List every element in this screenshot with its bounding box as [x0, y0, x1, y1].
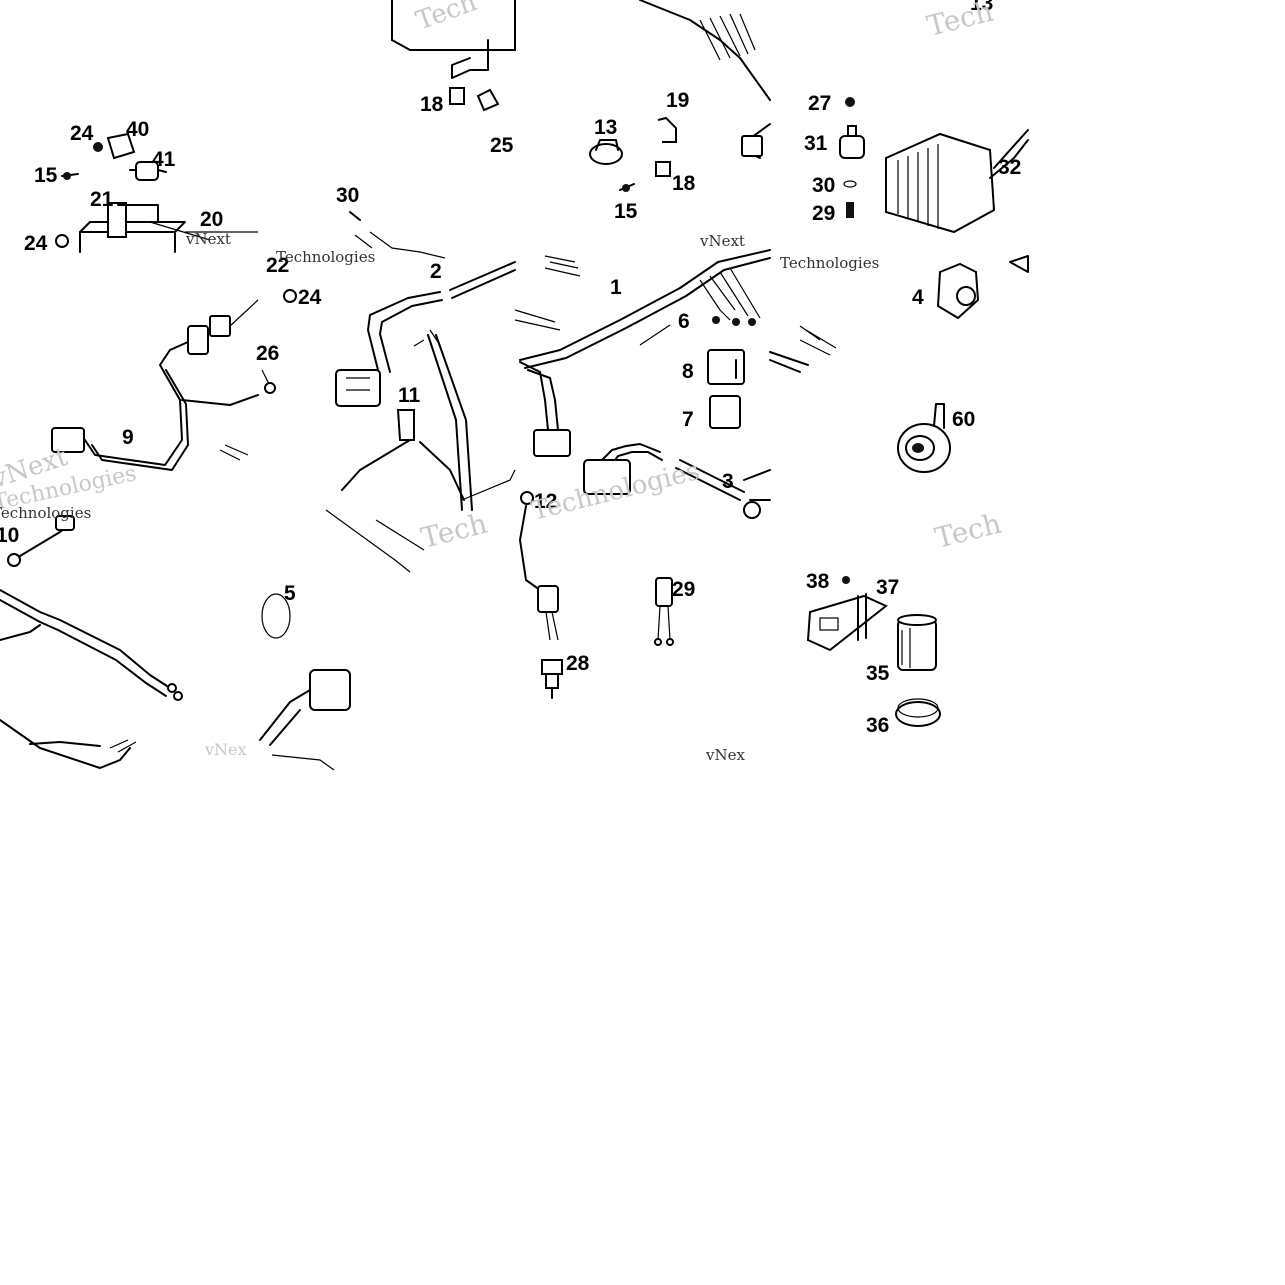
callout-9: 9: [122, 426, 134, 449]
watermark-text: Tech: [418, 507, 491, 555]
callout-32: 30: [336, 184, 359, 207]
callout-30: 28: [566, 652, 590, 675]
callout-37: 37: [876, 576, 899, 599]
callout-24b: 24: [24, 232, 48, 255]
callout-15: 13: [594, 116, 617, 139]
nut-27: [845, 97, 855, 107]
connector-32: [349, 211, 446, 259]
screw-16-head: [622, 184, 630, 192]
callout-35: 35: [866, 662, 890, 685]
regulator-34: [885, 129, 1029, 234]
bracket-19: [657, 116, 677, 143]
switch-4: [936, 255, 1029, 320]
watermark-text: Technologies: [276, 248, 375, 266]
main-harness-2: [325, 261, 516, 573]
callout-13: 12: [534, 490, 557, 513]
callout-20: 20: [200, 208, 223, 231]
callout-38: 38: [806, 570, 830, 593]
washer-29: [843, 180, 857, 188]
watermark-text: Technologies: [0, 504, 91, 522]
callout-31: 29: [672, 578, 695, 601]
callout-4: 4: [912, 286, 924, 309]
callout-34: 32: [998, 156, 1021, 179]
watermark-text: vNex: [204, 740, 247, 759]
watermark-text: Tech: [924, 0, 997, 43]
callout-19: 19: [666, 89, 689, 112]
callout-18b: 18: [672, 172, 696, 195]
watermark-text: vNext: [185, 230, 231, 248]
sensor-13: [519, 491, 559, 641]
callout-36: 36: [866, 714, 889, 737]
tile-bottom-left: 10 Technologies: [0, 504, 183, 769]
capacitor-31: [654, 577, 674, 646]
callout-16b: 15: [614, 200, 638, 223]
clamp-36: [895, 698, 941, 727]
callout-18a: 18: [420, 93, 444, 116]
main-harness-1: [514, 249, 771, 457]
tile-col-3: 19 13 18 15 1 6 8 7 3 12 29 28 vNext Tec…: [514, 0, 771, 764]
clip-18-b: [655, 161, 671, 177]
bolt-28: [846, 202, 854, 218]
callout-27: 27: [808, 92, 831, 115]
watermark-text: vNext: [699, 232, 745, 250]
relay-7: [709, 395, 741, 429]
callout-5: 5: [284, 582, 296, 605]
callout-8: 8: [682, 360, 694, 383]
callout-7: 7: [682, 408, 694, 431]
tile-col-4: 27 31 32 30 29 4 60 38 37 35 36 13 Tech …: [769, 0, 1029, 737]
callout-41: 41: [152, 148, 176, 171]
callout-1: 1: [610, 276, 622, 299]
damper-33: [839, 125, 865, 159]
sender-30: [541, 659, 563, 699]
harness-5: [259, 593, 351, 771]
callout-60: 60: [952, 408, 975, 431]
callout-10: 10: [0, 524, 19, 547]
wire-bundle-top: [639, 0, 771, 159]
callout-26: 26: [256, 342, 279, 365]
callout-29: 30: [812, 174, 835, 197]
switch-harness-3: [583, 443, 771, 519]
callout-25: 25: [490, 134, 514, 157]
nut-24-b: [283, 289, 297, 303]
relay-part-41: [61, 132, 167, 181]
horn-60: [897, 403, 951, 473]
callout-28: 29: [812, 202, 835, 225]
callout-2: 2: [430, 260, 442, 283]
callout-22: 22: [266, 254, 289, 277]
clamp-15: [589, 139, 623, 165]
callout-12: 13: [970, 0, 993, 15]
watermark-text: Tech: [932, 507, 1005, 555]
filter-35: [897, 614, 937, 671]
screw-38: [842, 576, 850, 584]
callout-24a: 24: [70, 122, 94, 145]
callout-24c: 24: [298, 286, 322, 309]
bracket-37: [806, 593, 888, 652]
battery-box: Tech: [391, 0, 516, 112]
callout-16a: 15: [34, 164, 58, 187]
wire-pigtail: [769, 325, 837, 373]
callout-33: 31: [804, 132, 828, 155]
watermark-text: Technologies: [780, 254, 879, 272]
callout-11: 11: [398, 384, 421, 407]
battery-bracket-assembly: [55, 202, 258, 253]
callout-6: 6: [678, 310, 690, 333]
harness-10: [0, 515, 183, 769]
callout-3: 3: [722, 470, 734, 493]
sub-harness-9: [51, 299, 276, 471]
tile-top-left: 24 40 41 15 21 20 24 22 24 26 9 vNext vN…: [0, 118, 322, 516]
relay-8: [707, 349, 745, 385]
tile-top-2: Tech 18 25 30 2: [204, 0, 516, 771]
callout-21: 21: [90, 188, 114, 211]
callout-40: 40: [126, 118, 149, 141]
watermark-text: vNex: [705, 746, 745, 764]
